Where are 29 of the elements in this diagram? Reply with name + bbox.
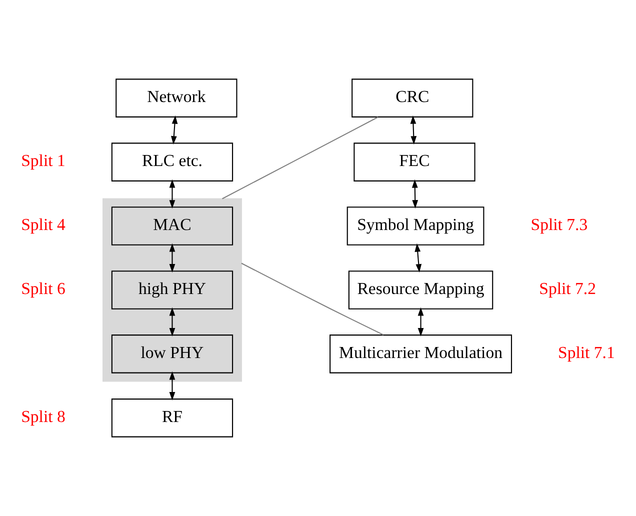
node-box: Multicarrier Modulation — [330, 334, 512, 374]
label: Split 7.3 — [530, 215, 588, 234]
arrow — [169, 179, 176, 208]
arrow — [412, 179, 418, 208]
label: Split 8 — [21, 406, 66, 426]
arrow — [418, 307, 424, 336]
node-box: high PHY — [111, 270, 234, 310]
node-box: FEC — [354, 142, 476, 182]
label: Split 1 — [21, 151, 66, 170]
label: Split 4 — [21, 215, 66, 234]
connector — [241, 262, 384, 336]
node-box: Resource Mapping — [348, 270, 494, 310]
node-box: RLC etc. — [111, 142, 234, 182]
arrow — [410, 115, 417, 145]
node-box: Network — [116, 78, 238, 118]
connector — [222, 116, 378, 200]
arrow — [169, 243, 176, 272]
node-box: Symbol Mapping — [346, 206, 484, 246]
arrow — [414, 243, 422, 272]
label: Split 6 — [21, 278, 66, 298]
label: Split 7.2 — [539, 278, 596, 298]
label: Split 7.1 — [558, 342, 615, 362]
node-box: low PHY — [111, 334, 234, 374]
arrow — [170, 115, 178, 145]
node-box: CRC — [352, 78, 474, 118]
arrow — [169, 307, 176, 336]
node-box: MAC — [111, 206, 234, 246]
node-box: RF — [111, 398, 234, 438]
arrow — [169, 371, 176, 400]
